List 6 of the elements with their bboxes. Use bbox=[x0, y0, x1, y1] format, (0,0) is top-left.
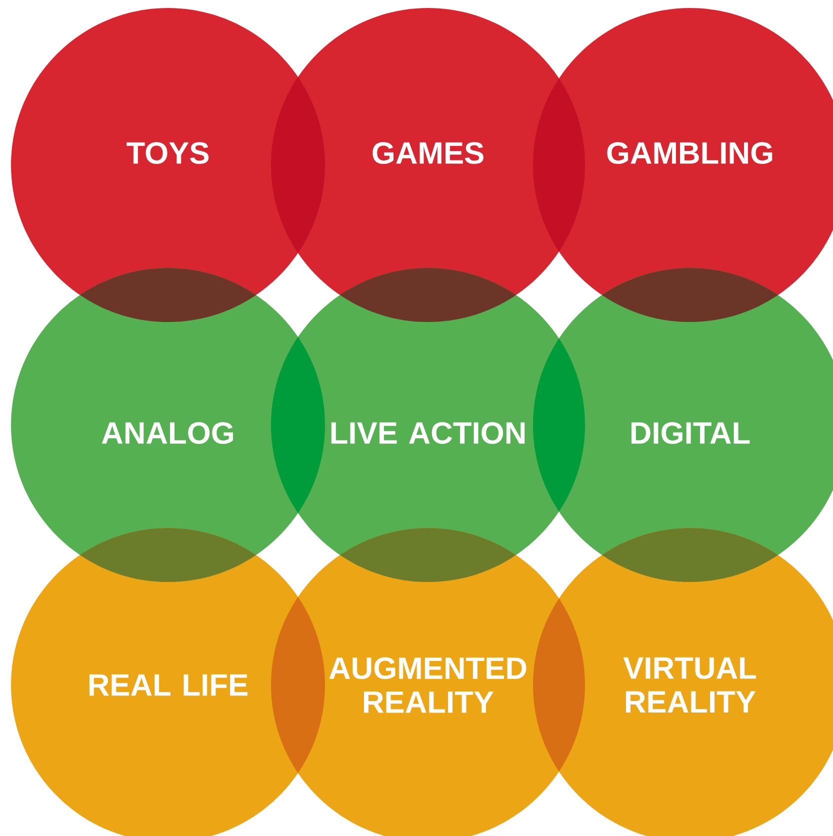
node-label: VIRTUAL REALITY bbox=[623, 657, 756, 713]
node-label: GAMES bbox=[372, 142, 484, 164]
node-label: LIVE ACTION bbox=[331, 422, 525, 444]
node-label: AUGMENTED REALITY bbox=[329, 657, 526, 713]
node-label: DIGITAL bbox=[631, 422, 750, 444]
node-label: GAMBLING bbox=[607, 142, 772, 164]
